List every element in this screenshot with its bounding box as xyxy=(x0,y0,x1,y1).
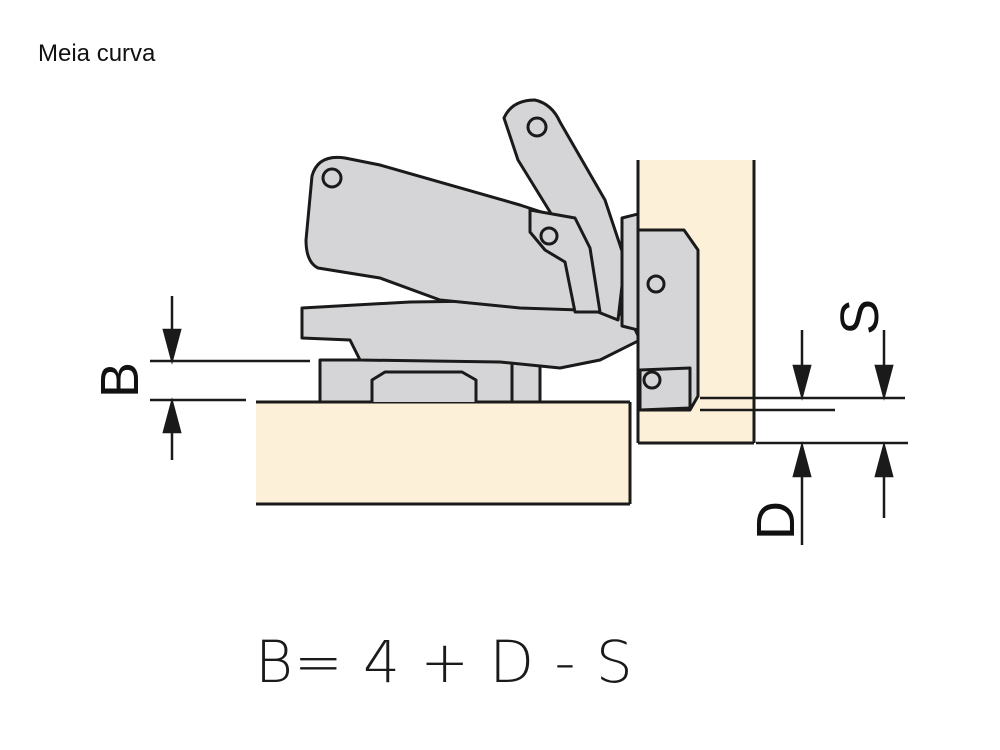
dimension-d-arrow-bottom xyxy=(792,441,812,478)
dimension-b-label: B xyxy=(90,362,150,398)
dimension-s-arrow-bottom xyxy=(874,441,894,478)
dimension-b-arrow-bottom xyxy=(162,397,182,434)
formula: B= 4 + D - S xyxy=(255,628,634,696)
diagram-title: Meia curva xyxy=(38,40,156,67)
pivot-pin-5 xyxy=(642,370,662,390)
hinge-cup-flange xyxy=(620,212,640,332)
pivot-pin-3 xyxy=(539,226,559,246)
dimension-d-arrow-top xyxy=(792,364,812,401)
dimension-b xyxy=(150,296,310,460)
dimension-s-label: S xyxy=(830,299,890,335)
hinge-link-rear xyxy=(502,98,627,322)
dimension-d-s xyxy=(700,330,908,545)
pivot-pin-2 xyxy=(526,116,548,138)
pivot-pin-1 xyxy=(321,167,343,189)
dimension-s-arrow-top xyxy=(874,364,894,401)
dimension-d-label: D xyxy=(746,501,806,540)
cabinet-panel xyxy=(256,402,630,504)
pivot-pin-4 xyxy=(646,274,666,294)
hinge-mechanism xyxy=(300,98,700,412)
dimension-b-arrow-top xyxy=(162,328,182,365)
mounting-plate-slot xyxy=(370,370,478,402)
